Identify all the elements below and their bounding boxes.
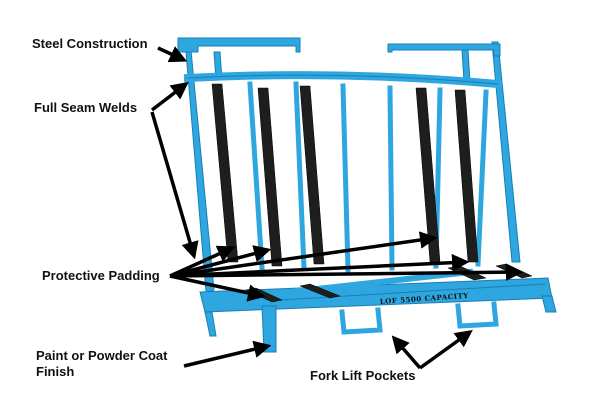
arrow-weld-upper [152, 84, 186, 110]
label-protective-padding: Protective Padding [42, 268, 160, 283]
arrow-weld-lower [152, 112, 194, 256]
label-full-seam-welds: Full Seam Welds [34, 100, 137, 115]
label-paint-finish-line1: Paint or Powder Coat [36, 348, 167, 363]
label-fork-lift-pockets: Fork Lift Pockets [310, 368, 415, 383]
fork-pocket-left [342, 310, 380, 332]
right-upright [492, 42, 520, 262]
right-lift-hook [388, 44, 500, 56]
left-lift-hook [178, 38, 300, 52]
arrow-fork-right [420, 332, 470, 368]
label-steel-construction: Steel Construction [32, 36, 148, 51]
label-paint-finish-line2: Finish [36, 364, 74, 379]
fork-pocket-right [458, 304, 496, 326]
steel-frame [178, 38, 556, 352]
arrow-fork-left [394, 338, 420, 368]
arrow-paint-finish [184, 346, 268, 366]
